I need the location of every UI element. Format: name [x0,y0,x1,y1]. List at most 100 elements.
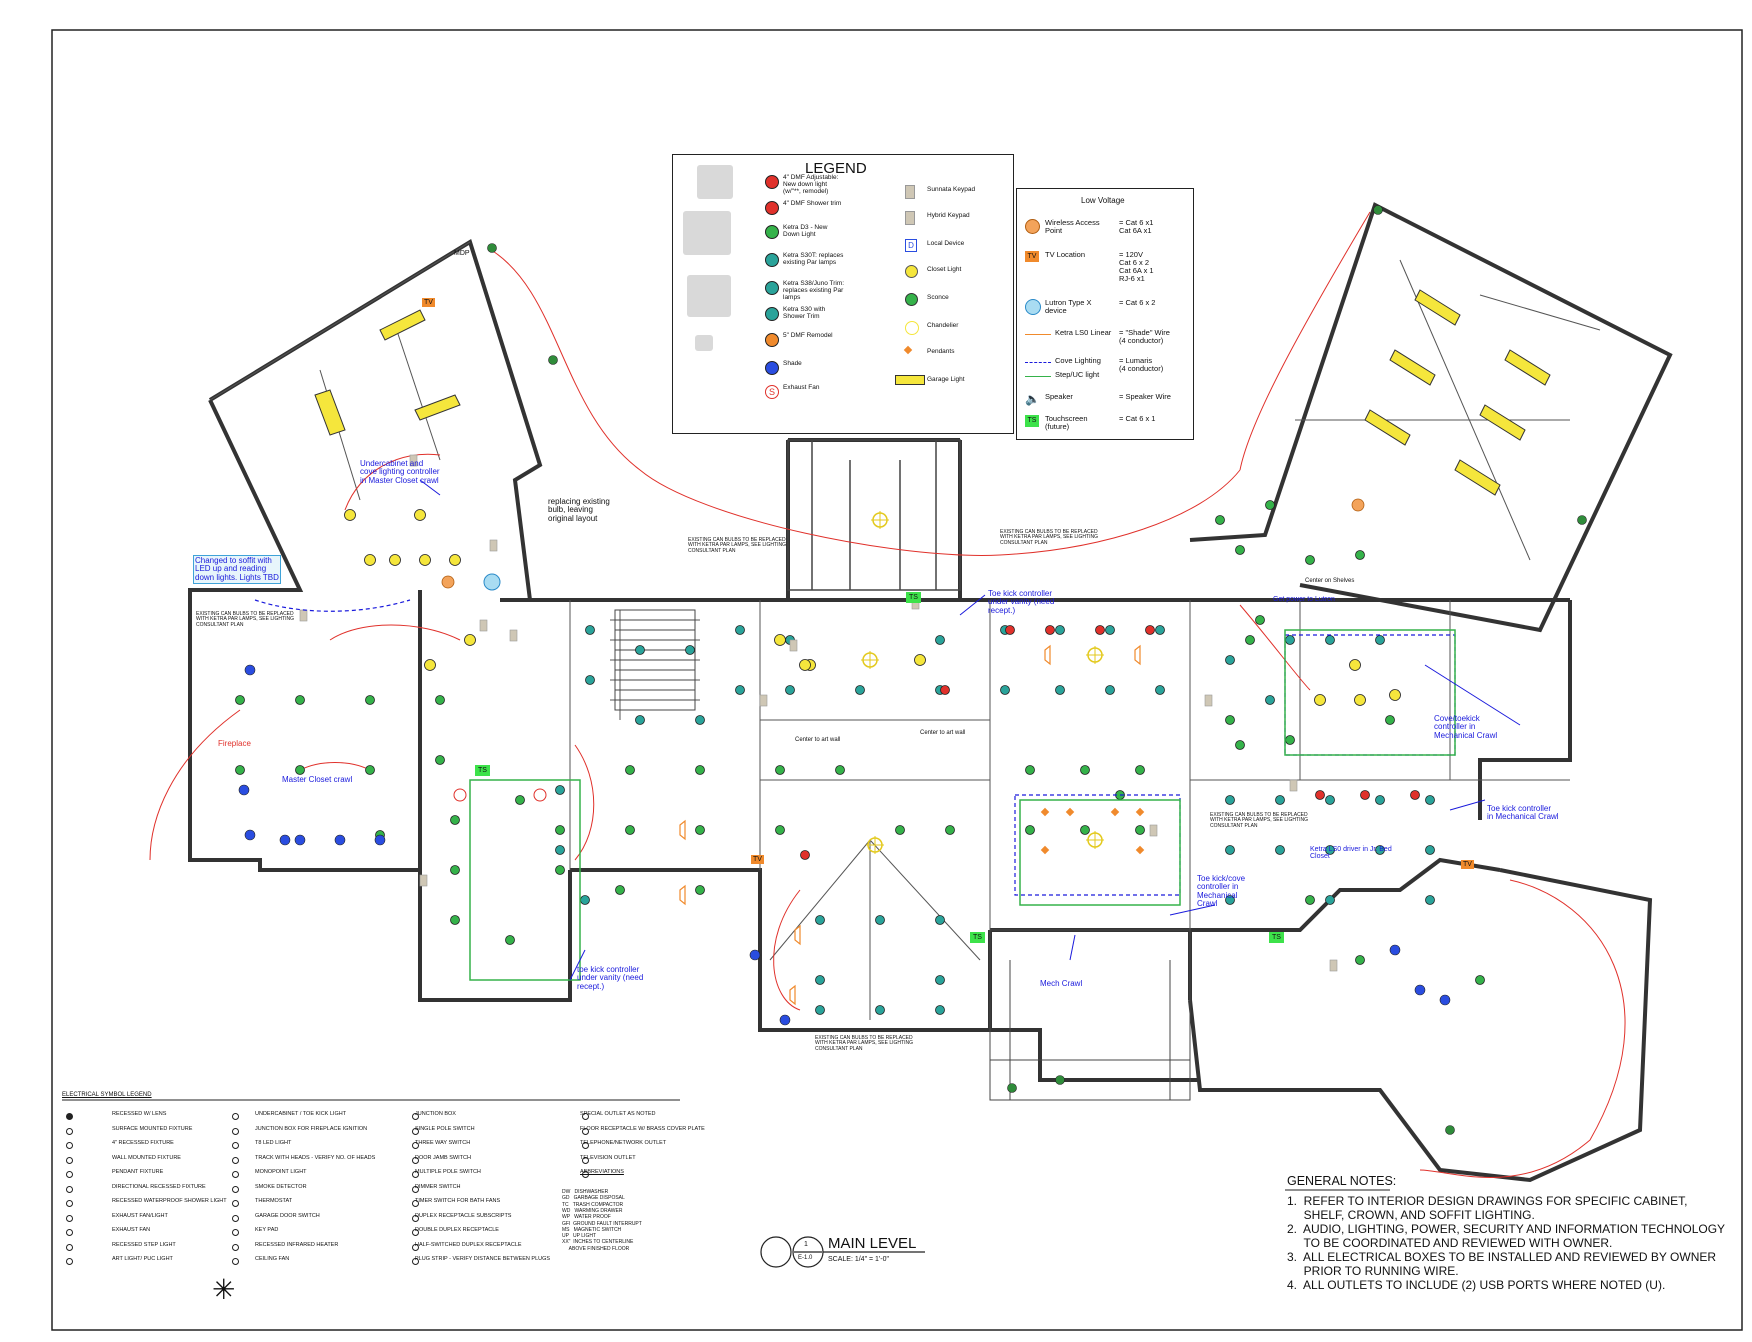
symbol-legend-label: PENDANT FIXTURE [112,1169,164,1175]
symbol-legend-icon [582,1171,589,1178]
note-mech-crawl: Mech Crawl [1040,979,1083,988]
bottom-hall [989,929,1191,1101]
light-fixture [914,654,926,666]
light-fixture [800,850,810,860]
low-voltage-label: Touchscreen (future) [1045,414,1088,431]
cove-line-icon [1025,362,1051,363]
low-voltage-label: Speaker [1045,392,1073,401]
legend-marker [765,307,779,321]
light-fixture [1235,545,1245,555]
light-fixture [1305,895,1315,905]
keypad-icon [905,185,915,199]
fixture-photo [683,211,731,255]
light-fixture [895,825,905,835]
light-fixture [685,645,695,655]
light-fixture [389,554,401,566]
light-fixture [1225,795,1235,805]
linear-line-icon [1025,334,1051,335]
ts-badge-3: TS [970,932,985,944]
shade [374,834,386,846]
chandelier-icon [905,321,919,335]
keypad [489,539,498,552]
general-note-line: 2. AUDIO, LIGHTING, POWER, SECURITY AND … [1287,1222,1726,1236]
keypad [509,629,518,642]
symbol-legend-icon [412,1214,419,1222]
light-fixture [1355,955,1365,965]
shade [334,834,346,846]
light-fixture [1349,659,1361,671]
symbol-legend-label: SINGLE POLE SWITCH [415,1125,475,1132]
fixture-photo [695,335,713,351]
light-fixture [695,765,705,775]
symbol-legend-label: KEY PAD [255,1227,279,1233]
light-fixture [585,625,595,635]
light-fixture [235,765,245,775]
legend-item-label: 5" DMF Remodel [783,332,833,339]
note-center-art-1: Center to art wall [795,737,841,743]
light-fixture [1315,790,1325,800]
symbol-legend-icon [412,1127,419,1135]
light-fixture [775,765,785,775]
note-center-art-2: Center to art wall [920,730,966,736]
light-fixture [450,915,460,925]
light-fixture [1285,635,1295,645]
light-fixture [799,659,811,671]
tv-badge-2: TV [751,855,764,865]
low-voltage-label: Cove Lighting [1055,356,1101,365]
light-fixture [505,935,515,945]
light-fixture [1135,765,1145,775]
light-fixture [580,895,590,905]
light-fixture [450,865,460,875]
general-notes-title: GENERAL NOTES: [1287,1174,1397,1188]
keypad-icon [905,211,915,225]
light-fixture [735,625,745,635]
note-changed-soffit: Changed to soffit with LED up and readin… [193,555,281,585]
light-fixture [1235,740,1245,750]
symbol-legend-icon [412,1113,419,1120]
light-fixture [1255,615,1265,625]
light-fixture [625,825,635,835]
abbreviation: XX" INCHES TO CENTERLINE [562,1239,634,1246]
abbreviation: MS MAGNETIC SWITCH [562,1226,622,1233]
light-fixture [774,634,786,646]
symbol-legend-label: RECESSED WATERPROOF SHOWER LIGHT [112,1198,227,1204]
light-fixture [1475,975,1485,985]
light-fixture [775,825,785,835]
sconce [548,355,558,365]
light-fixture [344,509,356,521]
sconce [1055,1075,1065,1085]
note-toe-kick-vanity: toe kick controller under vanity (need r… [577,965,644,991]
speaker [679,819,686,841]
keypad [789,639,798,652]
wifi-access-point [441,575,455,589]
light-fixture [1080,765,1090,775]
light-fixture [1215,515,1225,525]
legend-marker [765,175,779,189]
light-fixture [1265,500,1275,510]
light-fixture [735,685,745,695]
shade [244,829,256,841]
symbol-legend-icon [232,1171,239,1178]
legend-item-label: Closet Light [927,266,962,273]
lutron-device-icon [1025,299,1041,315]
legend-item-label: Sunnata Keypad [927,186,976,193]
local-device-icon: D [905,239,917,252]
wifi-access-point [1351,498,1365,512]
speaker [1044,644,1051,666]
general-note-line: PRIOR TO RUNNING WIRE. [1287,1264,1459,1278]
light-fixture [695,715,705,725]
fixture-layer [235,205,1587,1135]
light-fixture [935,635,945,645]
symbol-legend-label: TIMER SWITCH FOR BATH FANS [415,1198,501,1204]
leader-lines [419,479,1521,981]
light-fixture [1055,625,1065,635]
symbol-legend-icon [232,1127,239,1135]
keypad [759,694,768,707]
light-fixture [1275,845,1285,855]
note-center-shelves: Center on Shelves [1305,578,1355,584]
light-fixture [1375,845,1385,855]
legend-item-label: Hybrid Keypad [927,212,970,219]
symbol-legend-icon [66,1156,73,1164]
